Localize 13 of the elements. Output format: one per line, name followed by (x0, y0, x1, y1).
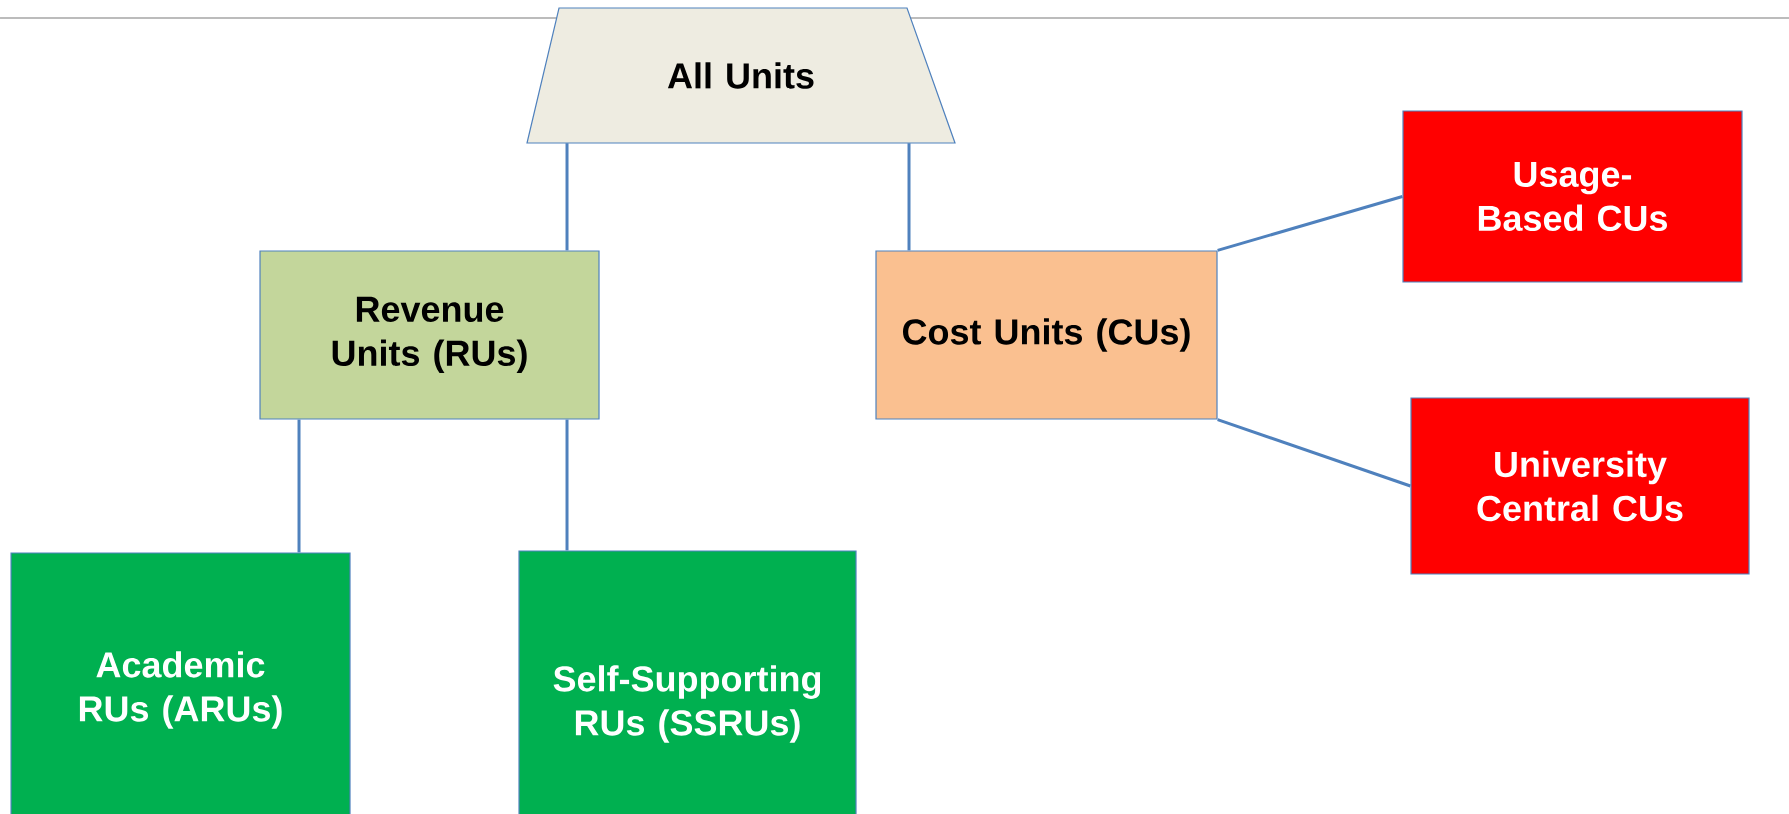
connector-line (1217, 195, 1403, 252)
category-box: Revenue Units (RUs) (259, 250, 600, 420)
connector-line (565, 419, 569, 551)
connector-line (907, 143, 911, 251)
category-box: Cost Units (CUs) (875, 250, 1218, 420)
unit-box: University Central CUs (1410, 397, 1750, 575)
connector-line (1217, 418, 1411, 488)
trapezoid-box: All Units (526, 7, 956, 144)
connector-line (297, 419, 301, 553)
unit-box: Academic RUs (ARUs) (10, 552, 351, 814)
unit-box: Usage-Based CUs (1402, 110, 1743, 283)
unit-box: Self-Supporting RUs (SSRUs) (518, 550, 857, 814)
connector-line (565, 143, 569, 251)
